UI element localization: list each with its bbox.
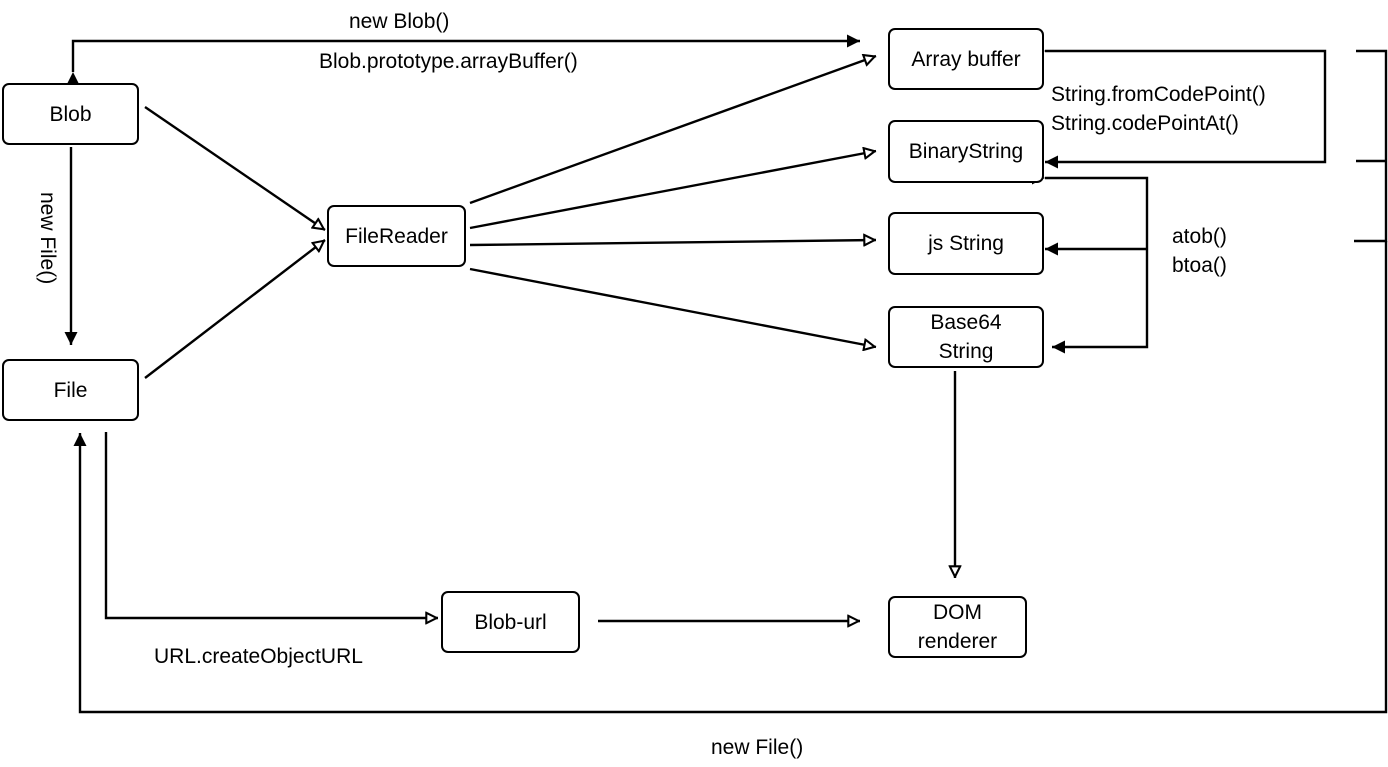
- node-binary-string: BinaryString: [888, 120, 1044, 183]
- edge-binarystring-base64: [1032, 171, 1149, 354]
- group-bracket: [1354, 49, 1388, 243]
- label-create-object-url: URL.createObjectURL: [154, 645, 363, 668]
- edge-filereader-binarystring: [469, 151, 876, 230]
- node-dom-renderer: DOM renderer: [888, 596, 1027, 658]
- label-new-file-bottom: new File(): [711, 736, 804, 759]
- node-filereader: FileReader: [327, 205, 466, 267]
- edge-filereader-base64: [469, 267, 876, 347]
- edge-file-bloburl: [104, 432, 438, 618]
- label-new-file-vertical: new File(): [36, 192, 59, 285]
- node-blob: Blob: [2, 83, 139, 145]
- label-atob-btoa: atob() btoa(): [1172, 225, 1227, 277]
- edge-blob-arraybuffer: [66, 34, 860, 85]
- node-js-string: js String: [888, 212, 1044, 275]
- edge-filereader-arraybuffer: [469, 56, 876, 205]
- node-blob-url: Blob-url: [441, 591, 580, 653]
- edge-file-filereader: [144, 239, 325, 379]
- node-array-buffer: Array buffer: [888, 28, 1044, 90]
- label-from-code-point: String.fromCodePoint() String.codePointA…: [1051, 83, 1266, 135]
- edge-filereader-jsstring: [469, 240, 876, 245]
- edge-bracket-file: [73, 241, 1388, 714]
- node-file: File: [2, 359, 139, 421]
- edge-arraybuffer-binarystring: [1032, 44, 1327, 169]
- label-new-blob: new Blob(): [349, 10, 450, 33]
- node-base64-string: Base64 String: [888, 306, 1044, 368]
- label-arraybuffer-method: Blob.prototype.arrayBuffer(): [319, 50, 578, 73]
- edge-blob-filereader: [144, 106, 325, 231]
